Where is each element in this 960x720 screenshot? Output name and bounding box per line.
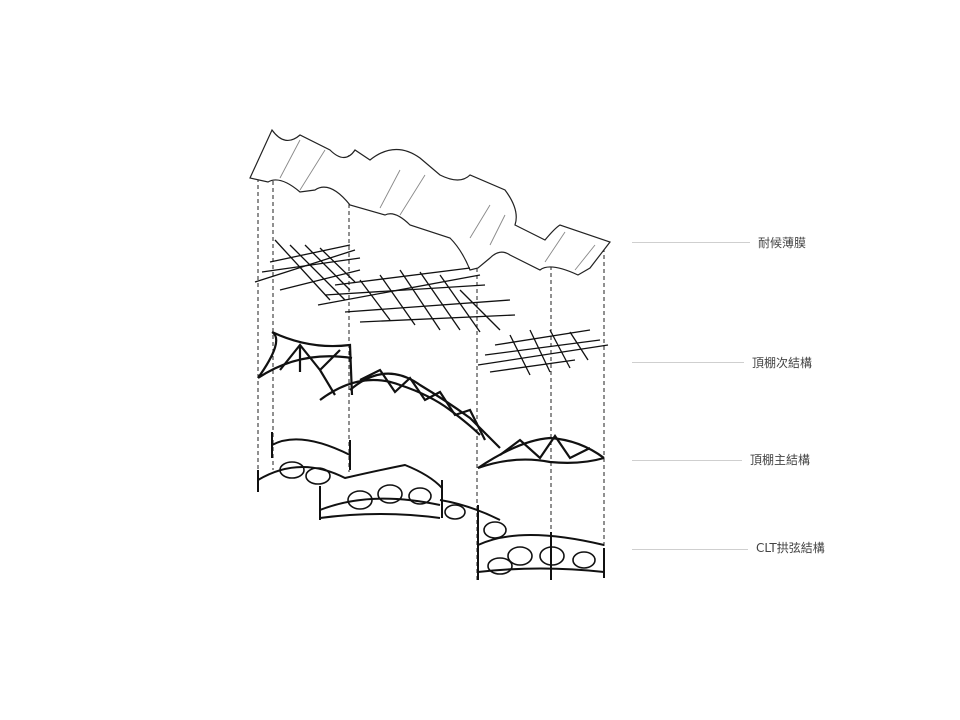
leader-line-membrane — [632, 242, 750, 243]
leader-line-roof-secondary — [632, 362, 744, 363]
clt-arch-label: CLT拱弦結構 — [756, 541, 825, 555]
leader-line-clt-arch — [632, 549, 748, 550]
leader-line-roof-primary — [632, 460, 742, 461]
roof-primary-label: 頂棚主結構 — [750, 453, 811, 467]
membrane-layer — [249, 128, 611, 276]
roof-secondary-label: 頂棚次結構 — [752, 356, 813, 370]
clt-arch-layer — [257, 432, 605, 580]
roof-primary-layer — [257, 331, 605, 470]
membrane-label: 耐候薄膜 — [758, 236, 807, 250]
roof-secondary-layer — [254, 239, 609, 376]
